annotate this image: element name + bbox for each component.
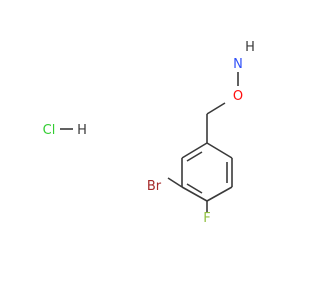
oxygen-label: O: [233, 89, 243, 104]
ring-bond: [181, 142, 208, 159]
ring-bond: [181, 186, 208, 202]
c-o-bond: [206, 102, 226, 115]
c-br-bond: [167, 177, 183, 188]
ring-double-bond: [186, 151, 203, 162]
ring-double-bond: [186, 183, 203, 194]
molecule-structure: Cl H Br F O N H: [43, 40, 255, 226]
hcl-hydrogen-label: H: [77, 123, 87, 138]
ring-bond: [206, 186, 233, 202]
bond-lines: [60, 72, 239, 212]
hcl-chlorine-label: Cl: [43, 123, 56, 138]
bromine-label: Br: [147, 179, 162, 194]
nitrogen-label: N: [233, 57, 243, 72]
ring-bond: [206, 142, 233, 159]
fluorine-label: F: [203, 211, 210, 226]
amine-hydrogen-label: H: [245, 40, 255, 55]
